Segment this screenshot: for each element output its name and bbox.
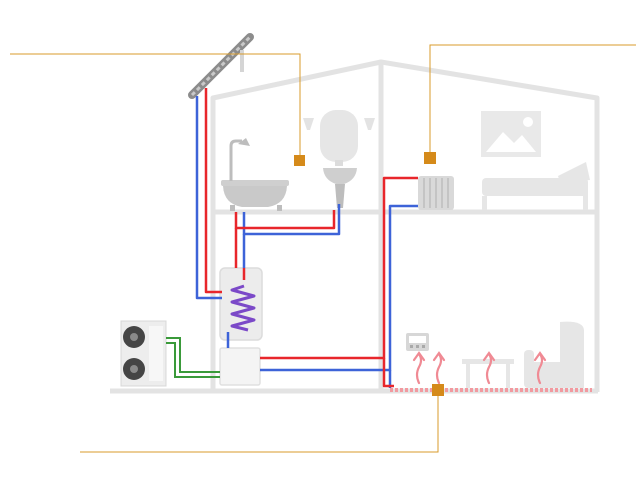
- warm-air-arrows: [412, 351, 547, 385]
- radiator-callout: [424, 44, 636, 164]
- bathroom-callout-marker[interactable]: [294, 155, 305, 166]
- hot-water-tank-icon: [219, 267, 263, 341]
- house-outline: [210, 59, 600, 392]
- table-icon: [462, 359, 514, 388]
- wall-lamp-icon: [303, 118, 375, 130]
- floor-heating-callout-marker[interactable]: [432, 384, 444, 396]
- bed-icon: [482, 162, 590, 210]
- shower-icon: [229, 138, 250, 181]
- electric-boiler-icon: [320, 110, 358, 166]
- thermostat-icon: [406, 333, 429, 351]
- radiator-icon: [418, 176, 454, 210]
- radiator-callout-marker[interactable]: [424, 152, 436, 164]
- armchair-icon: [524, 321, 584, 388]
- hot-pipes: [204, 88, 418, 388]
- cold-pipes: [195, 96, 418, 388]
- heat-pump-outdoor-unit-icon: [120, 320, 167, 387]
- bathroom-callout: [10, 53, 305, 166]
- solar-panel-icon: [188, 33, 254, 99]
- indoor-unit-icon: [219, 347, 261, 386]
- picture-frame-icon: [481, 111, 541, 157]
- bathtub-icon: [221, 180, 289, 211]
- refrigerant-pipes: [166, 337, 220, 378]
- floor-heating-callout: [80, 384, 444, 453]
- washbasin-icon: [323, 168, 357, 208]
